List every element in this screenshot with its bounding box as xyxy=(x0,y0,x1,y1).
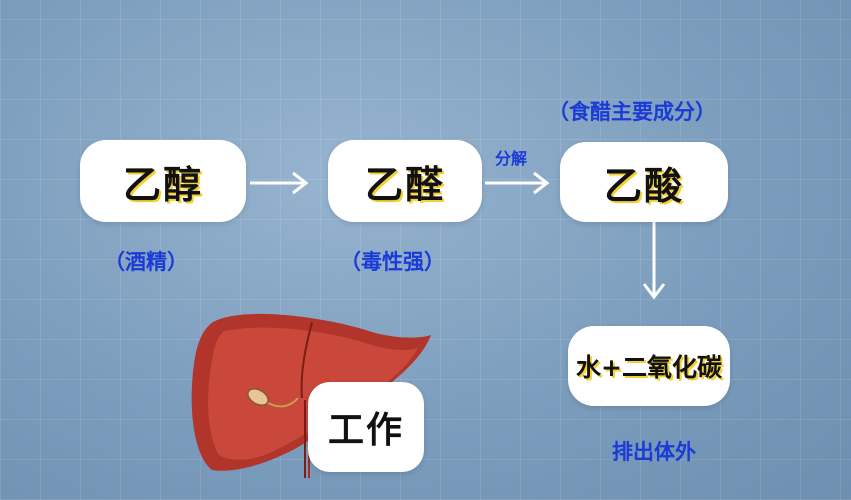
edge-label-decompose: 分解 xyxy=(495,149,528,168)
note-acetic-acid: （食醋主要成分） xyxy=(548,100,716,124)
node-ethanol-label: 乙醇 xyxy=(122,162,203,207)
node-acetic-acid: 乙酸 xyxy=(560,142,728,222)
node-products-label: 水+二氧化碳 xyxy=(576,353,722,382)
node-work-label: 工作 xyxy=(327,410,404,451)
arrow-acetaldehyde-to-acetic-acid xyxy=(485,171,550,195)
note-ethanol: （酒精） xyxy=(104,250,188,274)
node-work: 工作 xyxy=(308,382,424,472)
arrow-acetic-acid-to-products xyxy=(642,222,666,300)
note-acetaldehyde: （毒性强） xyxy=(340,250,445,274)
node-acetic-acid-label: 乙酸 xyxy=(603,163,684,208)
node-products: 水+二氧化碳 xyxy=(568,326,730,406)
arrow-ethanol-to-acetaldehyde xyxy=(250,171,309,195)
note-products: 排出体外 xyxy=(612,440,696,464)
node-acetaldehyde-label: 乙醛 xyxy=(364,162,445,207)
node-ethanol: 乙醇 xyxy=(80,140,246,222)
node-acetaldehyde: 乙醛 xyxy=(328,140,482,222)
